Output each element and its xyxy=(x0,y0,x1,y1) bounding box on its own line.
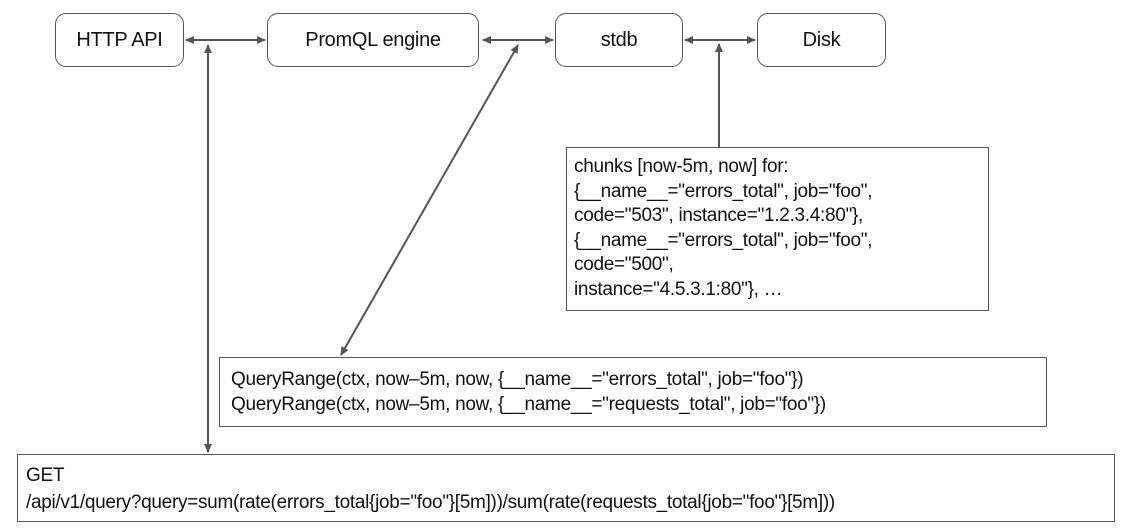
query-range-box: QueryRange(ctx, now–5m, now, {__name__="… xyxy=(219,357,1047,427)
http-api-node: HTTP API xyxy=(55,13,184,67)
chunks-line: {__name__="errors_total", job="foo", xyxy=(574,229,873,251)
get-url-line: /api/v1/query?query=sum(rate(errors_tota… xyxy=(26,492,835,513)
query-range-line: QueryRange(ctx, now–5m, now, {__name__="… xyxy=(231,369,804,390)
get-method-line: GET xyxy=(26,465,65,486)
chunks-line: code="503", instance="1.2.3.4:80"}, xyxy=(574,205,864,226)
query-range-line: QueryRange(ctx, now–5m, now, {__name__="… xyxy=(231,394,826,415)
http-get-request-box: GET /api/v1/query?query=sum(rate(errors_… xyxy=(17,454,1115,522)
chunks-line: {__name__="errors_total", job="foo", xyxy=(574,180,873,202)
promql-engine-label: PromQL engine xyxy=(305,28,441,51)
disk-label: Disk xyxy=(802,28,841,51)
disk-node: Disk xyxy=(757,13,886,67)
edge-promql-queryrange xyxy=(340,44,519,356)
chunks-line: instance="4.5.3.1:80"}, … xyxy=(574,278,783,300)
chunks-box: chunks [now-5m, now] for: {__name__="err… xyxy=(566,147,989,311)
chunks-line: code="500", xyxy=(574,254,674,275)
stdb-label: stdb xyxy=(600,28,638,51)
chunks-line: chunks [now-5m, now] for: xyxy=(574,156,789,177)
stdb-node: stdb xyxy=(555,13,683,67)
promql-engine-node: PromQL engine xyxy=(267,13,479,67)
http-api-label: HTTP API xyxy=(76,28,163,51)
